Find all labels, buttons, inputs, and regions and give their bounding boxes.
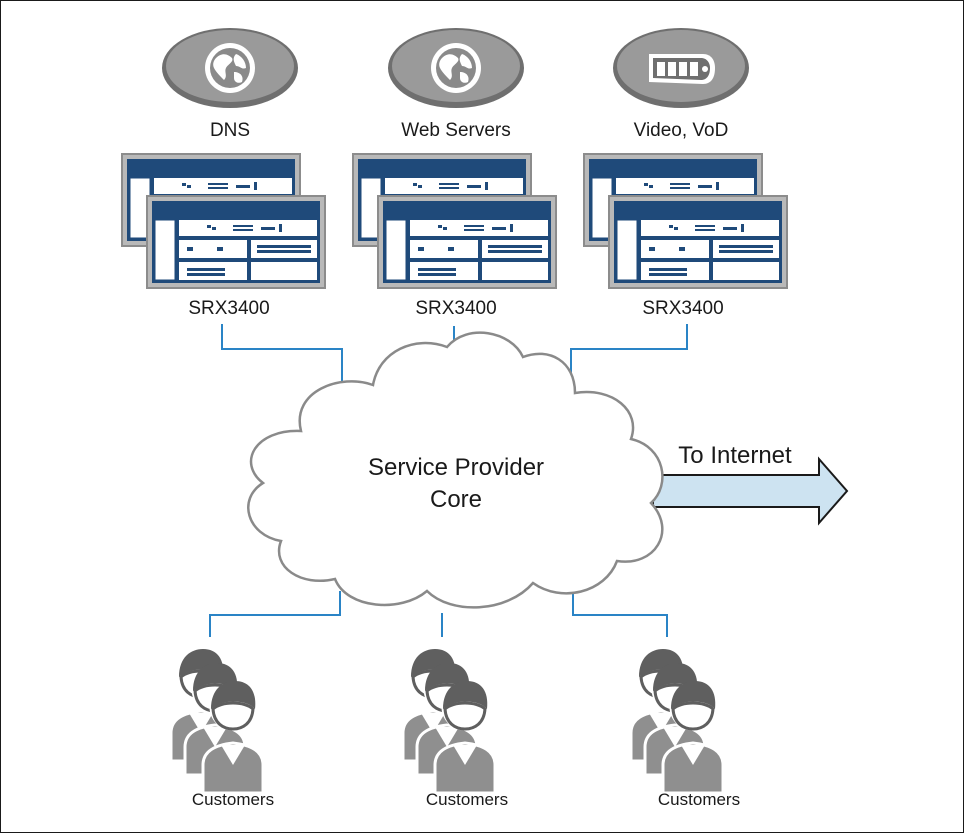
- connection-lines: [209, 324, 688, 637]
- link-dns-firewall: [221, 324, 343, 396]
- firewall-stack-2: SRX3400: [352, 153, 557, 319]
- service-dns-label: DNS: [210, 120, 250, 141]
- srx-device-front: [146, 195, 326, 289]
- user-group-icon: [403, 649, 495, 793]
- link-core-customers-right: [572, 591, 668, 637]
- customer-label: Customers: [658, 790, 740, 809]
- core-label-line2: Core: [430, 486, 482, 513]
- service-video: Video, VoD: [613, 28, 749, 141]
- user-group-icon: [631, 649, 723, 793]
- customer-group-1: Customers: [171, 649, 274, 809]
- service-web-servers: Web Servers: [388, 28, 524, 141]
- globe-icon: [388, 28, 524, 108]
- internet-arrow: To Internet: [652, 442, 849, 526]
- firewall-label: SRX3400: [415, 298, 496, 319]
- customer-label: Customers: [426, 790, 508, 809]
- core-label-line1: Service Provider: [368, 454, 544, 481]
- globe-icon: [162, 28, 298, 108]
- customer-label: Customers: [192, 790, 274, 809]
- service-dns: DNS: [162, 28, 298, 141]
- user-group-icon: [171, 649, 263, 793]
- service-provider-cloud: Service Provider Core: [247, 331, 664, 609]
- srx-device-front: [377, 195, 557, 289]
- customer-group-3: Customers: [631, 649, 740, 809]
- firewall-stack-3: SRX3400: [583, 153, 788, 319]
- service-web-label: Web Servers: [401, 120, 510, 141]
- srx-device-front: [608, 195, 788, 289]
- link-core-customers-left: [209, 591, 341, 637]
- firewall-stack-1: SRX3400: [121, 153, 326, 319]
- service-video-label: Video, VoD: [634, 120, 729, 141]
- firewall-label: SRX3400: [188, 298, 269, 319]
- customer-group-2: Customers: [403, 649, 508, 809]
- cloud-icon: [247, 331, 664, 609]
- internet-label: To Internet: [678, 442, 792, 469]
- firewall-label: SRX3400: [642, 298, 723, 319]
- arrow-right-icon: [652, 456, 849, 526]
- film-icon: [613, 28, 749, 108]
